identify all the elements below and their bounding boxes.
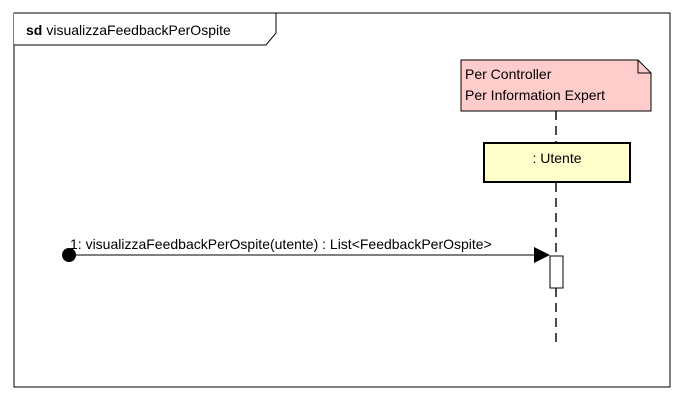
note-box [460,59,652,112]
message-label: 1: visualizzaFeedbackPerOspite(utente) :… [70,236,492,252]
message-arrowhead [534,247,550,263]
frame-keyword: sd [26,22,43,38]
note-line-1: Per Controller [465,66,552,82]
frame-name: visualizzaFeedbackPerOspite [46,22,231,38]
activation-bar [549,255,564,289]
lifeline-head [483,142,631,183]
note-fold [637,60,651,74]
sd-frame [13,12,671,388]
note-line-2: Per Information Expert [465,87,606,103]
lifeline-name: : Utente [532,150,582,166]
sd-frame-title-box [14,12,277,46]
